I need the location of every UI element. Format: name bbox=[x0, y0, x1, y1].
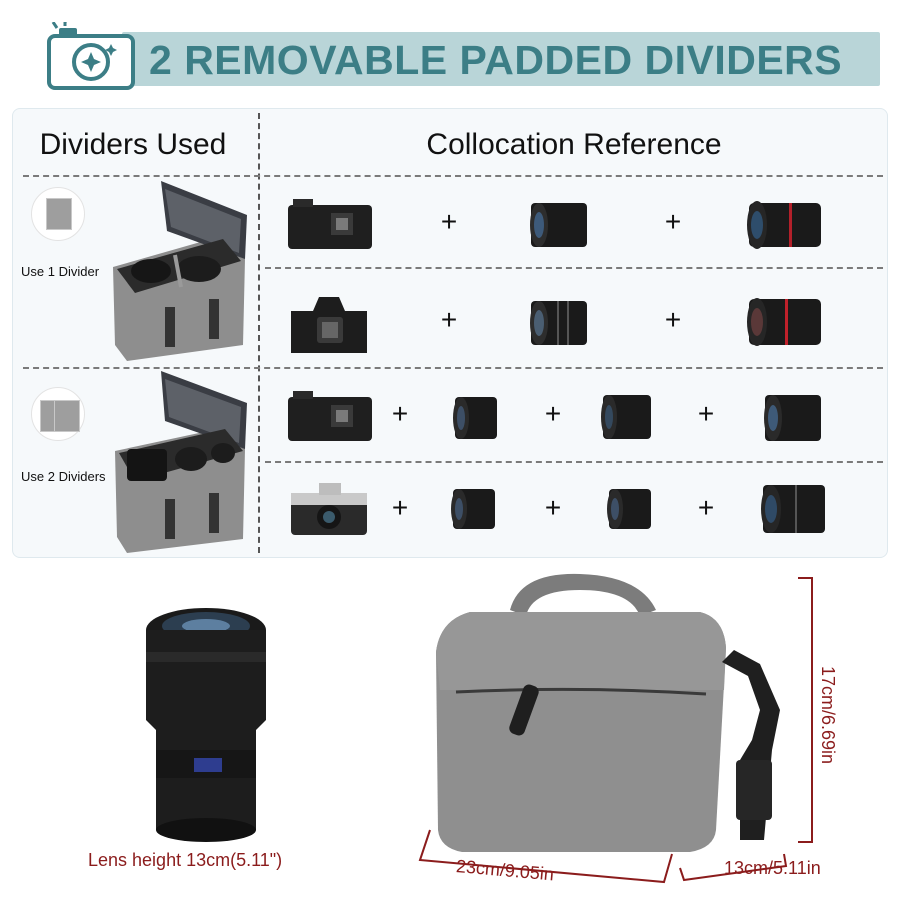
plus-sign: + bbox=[391, 398, 409, 429]
plus-sign: + bbox=[440, 206, 458, 237]
plus-sign: + bbox=[697, 492, 715, 523]
plus-sign: + bbox=[697, 398, 715, 429]
dimension-lines bbox=[418, 577, 813, 884]
prime-lens-icon bbox=[601, 395, 651, 439]
zoom-lens-icon bbox=[761, 485, 825, 533]
banner-title: 2 REMOVABLE PADDED DIVIDERS bbox=[149, 37, 843, 83]
plus-sign: + bbox=[544, 492, 562, 523]
prime-lens-icon bbox=[607, 489, 651, 529]
plus-sign: + bbox=[391, 492, 409, 523]
prime-lens-icon bbox=[530, 301, 587, 345]
bag-height-caption: 17cm/6.69in bbox=[818, 666, 838, 765]
group-line bbox=[23, 367, 883, 369]
bag-dimensions-illustration bbox=[146, 573, 813, 884]
retro-camera-icon bbox=[291, 483, 367, 535]
dslr-camera-icon bbox=[291, 297, 367, 353]
double-divider-swatch bbox=[31, 387, 85, 441]
plus-sign: + bbox=[664, 304, 682, 335]
pancake-lens-icon bbox=[451, 489, 495, 529]
row-line bbox=[265, 461, 883, 463]
group-label-1-divider: Use 1 Divider bbox=[21, 264, 100, 279]
bag-interior-1-divider-image bbox=[113, 181, 247, 361]
camera-bag-image bbox=[436, 573, 780, 852]
macro-lens-image bbox=[146, 608, 266, 842]
prime-lens-icon bbox=[764, 395, 821, 441]
banner-bar bbox=[122, 32, 880, 86]
row-line bbox=[265, 267, 883, 269]
zoom-lens-icon bbox=[747, 201, 821, 249]
title-banner: 2 REMOVABLE PADDED DIVIDERS bbox=[47, 22, 880, 92]
group-label-2-dividers: Use 2 Dividers bbox=[21, 469, 106, 484]
plus-sign: + bbox=[544, 398, 562, 429]
column-divider-line bbox=[258, 113, 260, 553]
plus-sign: + bbox=[440, 304, 458, 335]
mirrorless-camera-icon bbox=[288, 391, 372, 441]
plus-sign: + bbox=[664, 206, 682, 237]
camera-sparkle-icon bbox=[47, 22, 135, 90]
header-row-line bbox=[23, 175, 883, 177]
header-dividers-used: Dividers Used bbox=[39, 128, 227, 161]
mirrorless-camera-icon bbox=[288, 199, 372, 249]
single-divider-swatch bbox=[31, 187, 85, 241]
zoom-lens-icon bbox=[747, 298, 821, 346]
pancake-lens-icon bbox=[453, 397, 497, 439]
lens-height-caption: Lens height 13cm(5.11") bbox=[88, 850, 283, 870]
bag-interior-2-dividers-image bbox=[115, 371, 247, 553]
bag-depth-caption: 13cm/5.11in bbox=[724, 858, 821, 878]
prime-lens-icon bbox=[530, 203, 587, 247]
header-collocation-reference: Collocation Reference bbox=[426, 128, 722, 161]
dividers-table: Dividers Used Collocation Reference Use … bbox=[12, 108, 888, 558]
